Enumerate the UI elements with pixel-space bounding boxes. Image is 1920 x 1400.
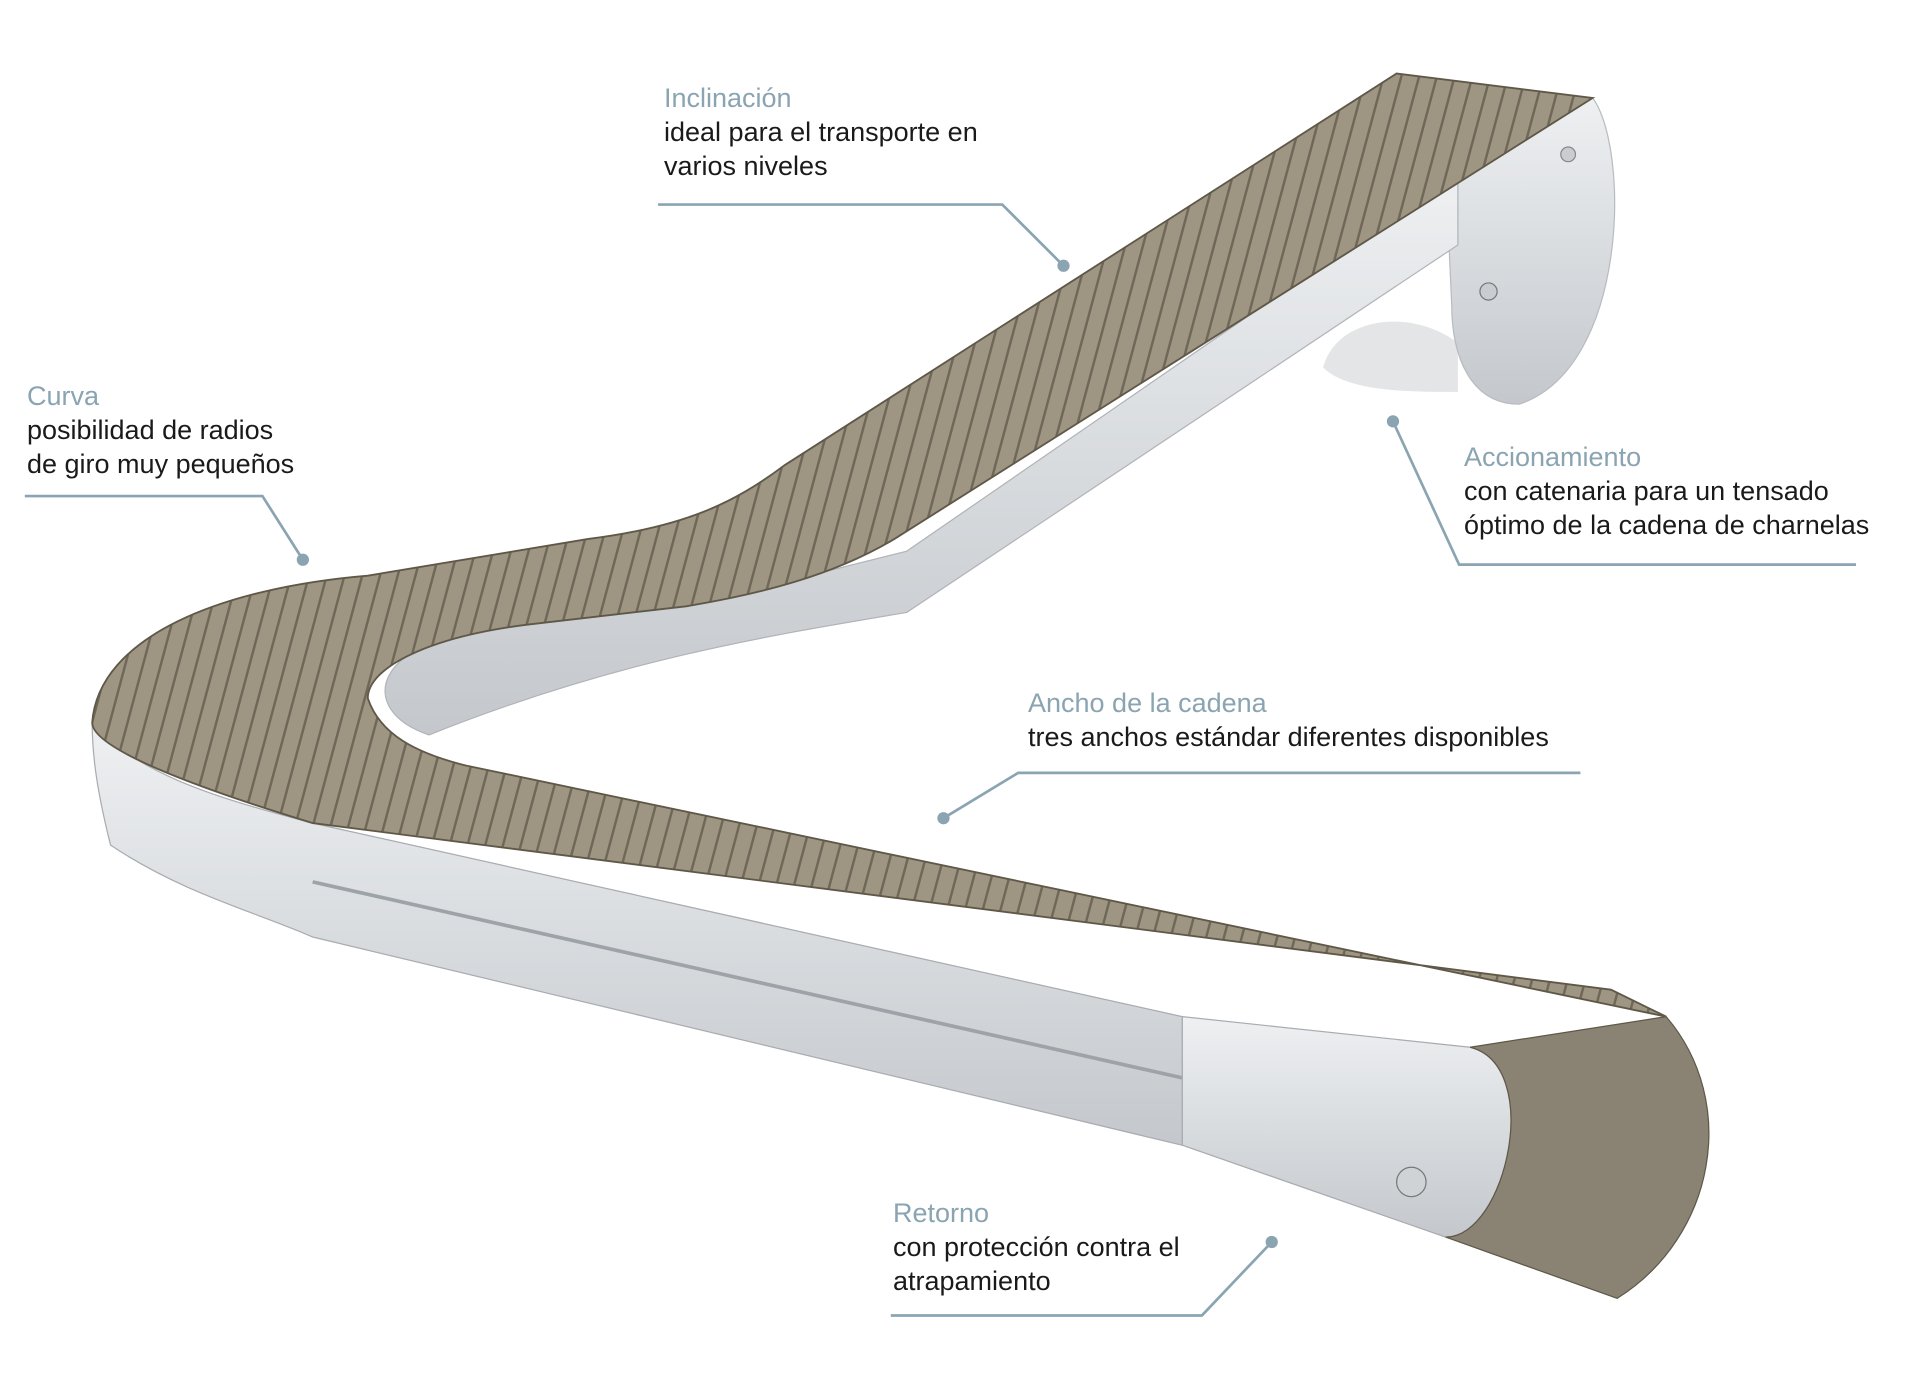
callout-text: tres anchos estándar diferentes disponib… xyxy=(1028,722,1549,752)
callout-text: atrapamiento xyxy=(893,1266,1051,1296)
callout-curva: Curva posibilidad de radios de giro muy … xyxy=(27,379,294,481)
straight-frame xyxy=(91,721,1183,1147)
callout-text: con catenaria para un tensado xyxy=(1464,476,1829,506)
callout-text: de giro muy pequeños xyxy=(27,449,295,479)
callout-inclinacion: Inclinación ideal para el transporte en … xyxy=(664,81,978,183)
drive-unit xyxy=(1323,97,1616,405)
callout-title: Curva xyxy=(27,381,100,411)
callout-title: Inclinación xyxy=(664,83,792,113)
callout-title: Ancho de la cadena xyxy=(1028,688,1267,718)
callout-retorno: Retorno con protección contra el atrapam… xyxy=(893,1196,1180,1298)
callout-text: con protección contra el xyxy=(893,1232,1180,1262)
callout-title: Accionamiento xyxy=(1464,442,1642,472)
return-end-plate xyxy=(1181,1015,1512,1238)
callout-text: posibilidad de radios xyxy=(27,415,274,445)
callout-text: varios niveles xyxy=(664,151,828,181)
callout-ancho: Ancho de la cadena tres anchos estándar … xyxy=(1028,686,1549,754)
callout-accionamiento: Accionamiento con catenaria para un tens… xyxy=(1464,440,1869,542)
callout-text: ideal para el transporte en xyxy=(664,117,978,147)
callout-leaders xyxy=(24,203,1856,1317)
callout-text: óptimo de la cadena de charnelas xyxy=(1464,510,1870,540)
callout-dots xyxy=(296,259,1400,1249)
chain-belt xyxy=(91,72,1667,1018)
callout-title: Retorno xyxy=(893,1198,990,1228)
